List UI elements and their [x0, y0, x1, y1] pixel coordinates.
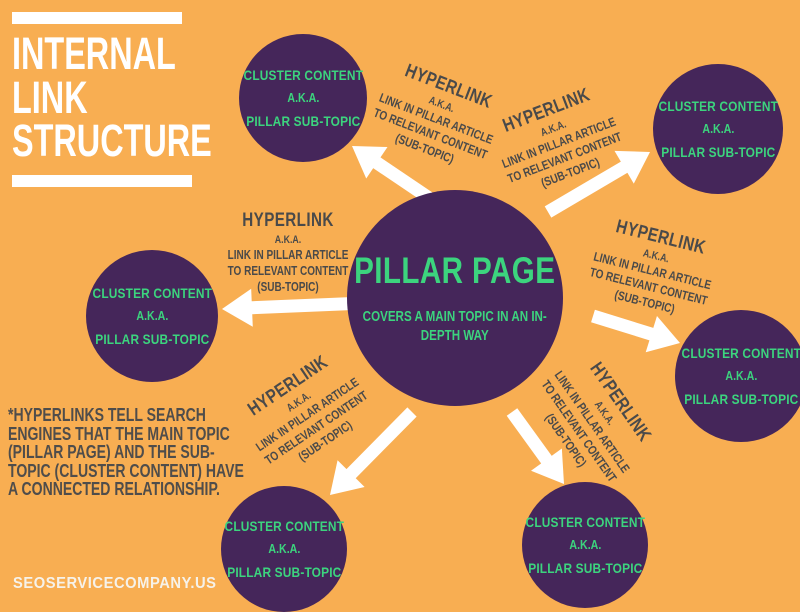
cluster-aka: A.K.A. [725, 369, 757, 383]
pillar-page-subtitle: COVERS A MAIN TOPIC IN AN IN- DEPTH WAY [363, 308, 547, 346]
title-bottom-bar [12, 174, 192, 187]
cluster-circle-left: CLUSTER CONTENT A.K.A. PILLAR SUB-TOPIC [86, 250, 218, 382]
cluster-aka: A.K.A. [268, 542, 300, 556]
hyperlink-label-line: TO RELEVANT CONTENT [227, 264, 349, 279]
pillar-page-subtitle-line: COVERS A MAIN TOPIC IN AN IN- [362, 309, 548, 326]
hyperlink-arrow [222, 288, 366, 327]
hyperlink-arrow [544, 150, 650, 218]
pillar-page-circle: PILLAR PAGE COVERS A MAIN TOPIC IN AN IN… [347, 190, 563, 406]
cluster-circle-top-right: CLUSTER CONTENT A.K.A. PILLAR SUB-TOPIC [653, 64, 783, 194]
cluster-circle-top-left: CLUSTER CONTENT A.K.A. PILLAR SUB-TOPIC [239, 34, 367, 162]
cluster-subtitle: PILLAR SUB-TOPIC [226, 564, 342, 580]
title-top-bar [12, 12, 182, 24]
hyperlink-label-line: LINK IN PILLAR ARTICLE [227, 248, 349, 263]
page-title-line: STRUCTURE [12, 115, 212, 167]
cluster-title: CLUSTER CONTENT [243, 67, 363, 83]
page-title-line: LINK [12, 71, 88, 123]
hyperlink-label-aka: A.K.A. [274, 233, 302, 246]
cluster-subtitle: PILLAR SUB-TOPIC [660, 144, 776, 160]
footnote-line: *HYPERLINKS TELL SEARCH [8, 405, 206, 425]
cluster-aka: A.K.A. [702, 122, 734, 136]
cluster-subtitle: PILLAR SUB-TOPIC [527, 560, 643, 576]
footnote-line: TOPIC (CLUSTER CONTENT) HAVE [8, 460, 244, 481]
hyperlink-arrow [591, 309, 680, 353]
hyperlink-label-left: HYPERLINK A.K.A. LINK IN PILLAR ARTICLE … [178, 210, 398, 295]
pillar-page-subtitle-line: DEPTH WAY [421, 328, 489, 344]
cluster-subtitle: PILLAR SUB-TOPIC [683, 391, 799, 407]
pillar-page-title: PILLAR PAGE [354, 250, 556, 292]
footnote-line: ENGINES THAT THE MAIN TOPIC [8, 423, 230, 444]
footnote-line: (PILLAR PAGE) AND THE SUB- [8, 442, 215, 463]
cluster-title: CLUSTER CONTENT [224, 518, 344, 534]
cluster-title: CLUSTER CONTENT [525, 514, 645, 530]
cluster-aka: A.K.A. [136, 309, 168, 323]
hyperlink-arrow [330, 407, 417, 495]
cluster-circle-right: CLUSTER CONTENT A.K.A. PILLAR SUB-TOPIC [675, 310, 800, 442]
cluster-title: CLUSTER CONTENT [658, 98, 778, 114]
title-block: INTERNAL LINK STRUCTURE [12, 12, 290, 187]
footer-url: SEOSERVICECOMPANY.US [13, 575, 217, 592]
cluster-circle-bottom-left: CLUSTER CONTENT A.K.A. PILLAR SUB-TOPIC [221, 486, 347, 612]
cluster-title: CLUSTER CONTENT [92, 285, 212, 301]
footnote-line: A CONNECTED RELATIONSHIP. [8, 479, 220, 500]
footnote: *HYPERLINKS TELL SEARCH ENGINES THAT THE… [8, 406, 244, 499]
page-title-line: INTERNAL [12, 28, 176, 79]
cluster-subtitle: PILLAR SUB-TOPIC [94, 331, 210, 347]
hyperlink-arrow [352, 146, 436, 206]
hyperlink-label-line: (SUB-TOPIC) [257, 280, 319, 295]
cluster-circle-bottom-right: CLUSTER CONTENT A.K.A. PILLAR SUB-TOPIC [522, 482, 648, 608]
cluster-aka: A.K.A. [287, 91, 319, 105]
cluster-aka: A.K.A. [569, 538, 601, 552]
cluster-title: CLUSTER CONTENT [681, 345, 800, 361]
hyperlink-label-title: HYPERLINK [242, 210, 334, 231]
cluster-subtitle: PILLAR SUB-TOPIC [245, 113, 361, 129]
hyperlink-arrow [506, 408, 564, 484]
